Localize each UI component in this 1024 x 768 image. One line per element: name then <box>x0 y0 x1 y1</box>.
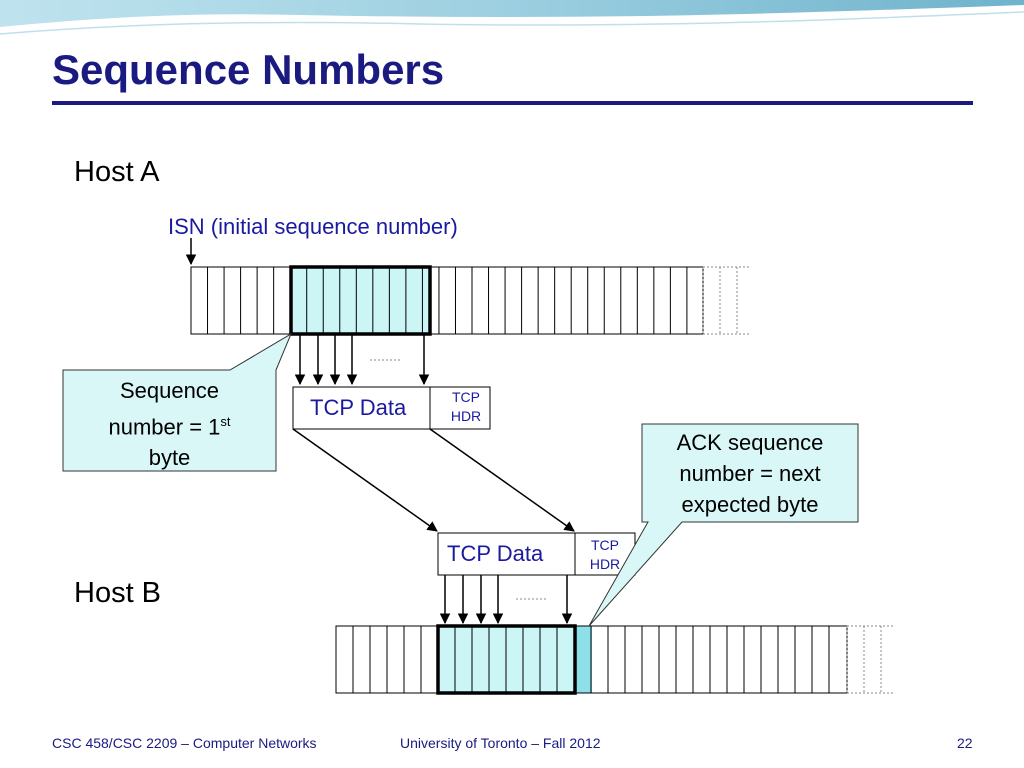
isn-label: ISN (initial sequence number) <box>168 214 458 239</box>
callout-line: number = 1st <box>63 406 276 442</box>
top-tcp-hdr-label: TCP HDR <box>444 388 488 426</box>
hdr-line: HDR <box>589 556 621 572</box>
slide-title: Sequence Numbers <box>52 46 445 93</box>
footer-course: CSC 458/CSC 2209 – Computer Networks <box>52 735 317 751</box>
hdr-line: HDR <box>450 408 482 424</box>
host-a-segment-highlight <box>289 265 432 336</box>
title-underline <box>52 101 973 105</box>
superscript: st <box>220 414 231 429</box>
sequence-number-callout-shape <box>62 332 293 472</box>
footer-page-number: 22 <box>957 735 973 751</box>
ack-callout-shape <box>588 423 859 627</box>
bottom-tcp-data-box <box>437 532 576 576</box>
callout-line: number = next <box>679 461 821 486</box>
sequence-number-callout: Sequence number = 1st byte <box>63 375 276 473</box>
host-a-label: Host A <box>74 156 160 188</box>
callout-line: byte <box>148 445 191 471</box>
ack-callout: ACK sequence number = next expected byte <box>642 427 858 520</box>
top-tcp-data-label: TCP Data <box>310 395 407 420</box>
header-wave-decoration <box>0 0 1024 35</box>
top-tcp-hdr-box <box>429 386 491 430</box>
hdr-line: TCP <box>452 389 480 405</box>
bottom-tcp-data-label: TCP Data <box>447 541 544 566</box>
host-b-label: Host B <box>74 577 162 609</box>
callout-line: ACK sequence <box>676 430 824 455</box>
transfer-arrow-left <box>292 428 438 532</box>
callout-line: expected byte <box>681 492 819 517</box>
callout-line-text: number = 1 <box>108 414 221 440</box>
callout-line: Sequence <box>119 378 220 403</box>
footer-university: University of Toronto – Fall 2012 <box>400 735 601 751</box>
host-b-byte-buffer <box>335 624 895 695</box>
host-a-to-segment-arrows <box>294 334 430 386</box>
next-expected-byte-cell <box>575 626 592 693</box>
transfer-arrow-right <box>429 428 575 532</box>
host-b-segment-highlight <box>436 624 577 695</box>
segment-to-host-b-arrows <box>439 575 573 625</box>
host-a-byte-buffer <box>190 265 751 336</box>
hdr-line: TCP <box>591 537 619 553</box>
bottom-tcp-hdr-label: TCP HDR <box>583 536 627 574</box>
